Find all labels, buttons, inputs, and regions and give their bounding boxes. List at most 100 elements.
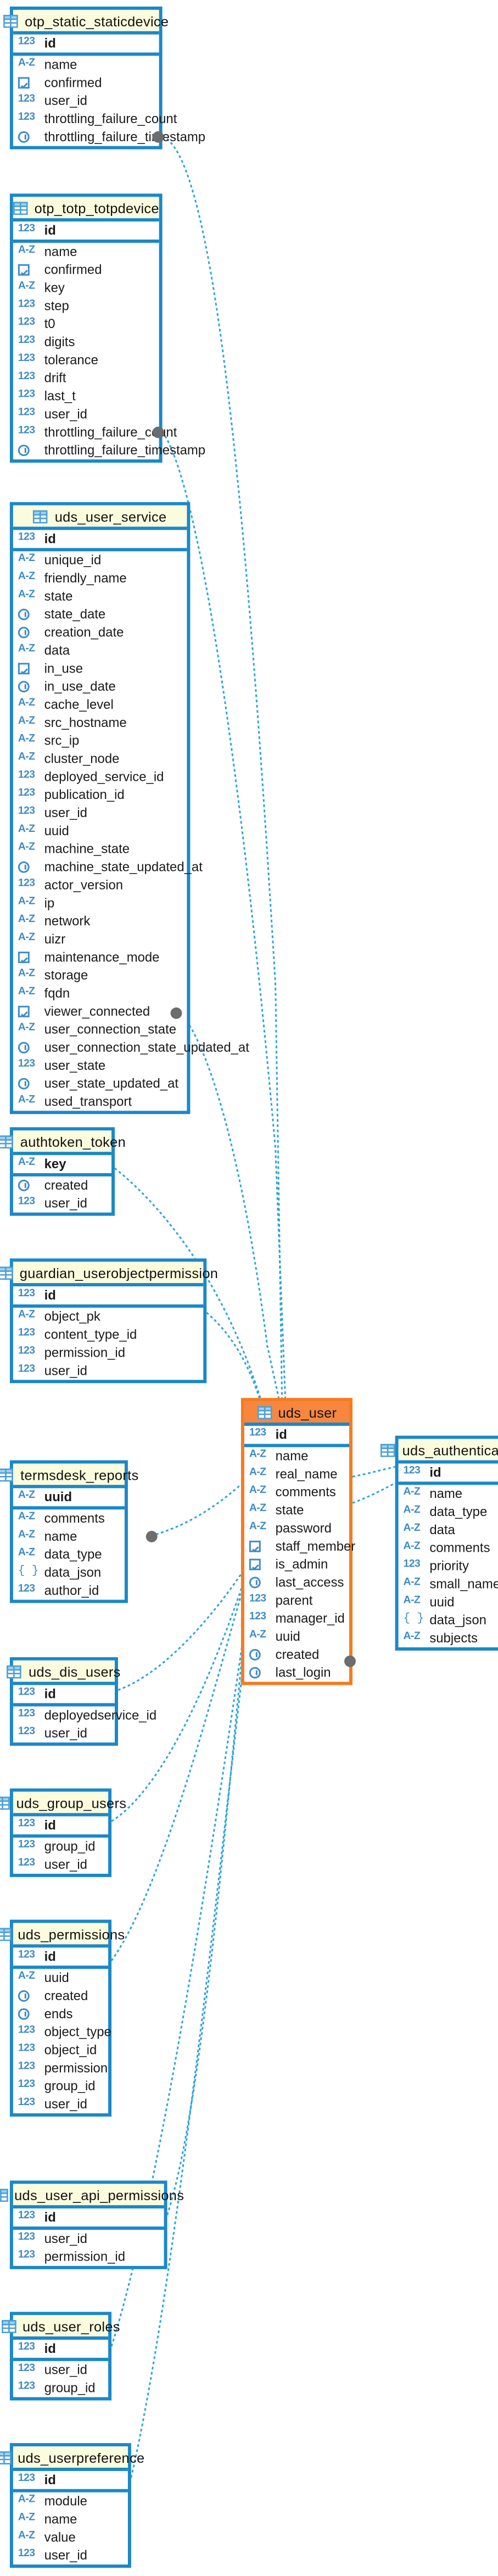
- table-field-row[interactable]: in_use_date: [13, 678, 187, 696]
- anchor-otp-static[interactable]: [152, 130, 164, 142]
- table-header[interactable]: uds_dis_users: [7, 1660, 120, 1685]
- table-header[interactable]: termsdesk_reports: [0, 1463, 138, 1489]
- table-field-row[interactable]: created: [244, 1646, 349, 1664]
- table-header[interactable]: guardian_userobjectpermission: [0, 1262, 218, 1287]
- table-field-row[interactable]: state_date: [13, 606, 187, 624]
- table-field-row[interactable]: staff_member: [244, 1537, 355, 1556]
- table-field-row[interactable]: viewer_connected: [13, 1002, 187, 1020]
- table-header[interactable]: uds_user_service: [13, 505, 187, 530]
- table-field-row[interactable]: creation_date: [13, 624, 187, 642]
- table-field-row[interactable]: created: [13, 1176, 111, 1195]
- table-field-row[interactable]: confirmed: [13, 261, 159, 279]
- table-header[interactable]: authtoken_token: [0, 1130, 126, 1156]
- table-uds_authenticator[interactable]: uds_authenticator123idA-ZnameA-Zdata_typ…: [381, 1435, 498, 1651]
- table-field-row[interactable]: { }data_json: [13, 1564, 125, 1582]
- table-field-row[interactable]: ends: [13, 2005, 108, 2023]
- table-field-row[interactable]: last_login: [244, 1664, 349, 1682]
- table-field-row[interactable]: { }data_json: [399, 1611, 498, 1629]
- table-field-row[interactable]: throttling_failure_timestamp: [13, 128, 205, 146]
- table-header[interactable]: uds_permissions: [0, 1923, 125, 1948]
- table-header[interactable]: otp_static_staticdevice: [3, 9, 169, 35]
- anchor-otp-totp[interactable]: [152, 425, 164, 437]
- table-header[interactable]: otp_totp_totpdevice: [13, 197, 159, 222]
- anchor-uds-user-service[interactable]: [170, 1006, 181, 1018]
- table-header[interactable]: uds_authenticator: [381, 1439, 498, 1464]
- anchor-uds-user-right[interactable]: [343, 1655, 355, 1667]
- table-field-row[interactable]: user_connection_state_updated_at: [13, 1039, 249, 1057]
- table-field-row[interactable]: last_access: [244, 1574, 349, 1592]
- table-field-row[interactable]: is_admin: [244, 1556, 349, 1574]
- table-field-row[interactable]: maintenance_mode: [13, 948, 187, 967]
- table-header[interactable]: uds_user: [244, 1401, 350, 1426]
- table-field-row[interactable]: machine_state_updated_at: [13, 858, 203, 876]
- table-field-row[interactable]: created: [13, 1987, 108, 2005]
